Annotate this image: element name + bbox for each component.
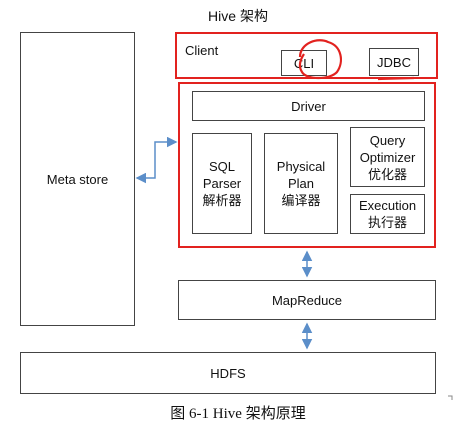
query-optimizer-label: Query Optimizer 优化器 (359, 132, 416, 182)
physical-plan-label: Physical Plan 编译器 (276, 159, 326, 208)
mapreduce-label: MapReduce (271, 292, 343, 308)
cli-box: CLI (281, 50, 327, 76)
diagram-title: Hive 架构 (208, 8, 268, 24)
driver-box: Driver (192, 91, 425, 121)
execution-label: Execution 执行器 (358, 198, 417, 230)
client-box: Client CLI JDBC (175, 32, 438, 79)
hdfs-box: HDFS (20, 352, 436, 394)
jdbc-label: JDBC (377, 54, 411, 70)
cli-label: CLI (293, 55, 315, 71)
figure-caption: 图 6-1 Hive 架构原理 (170, 406, 306, 422)
metastore-link-arrow (135, 136, 178, 184)
sql-parser-box: SQL Parser 解析器 (192, 133, 252, 234)
meta-store-box: Meta store (20, 32, 135, 326)
meta-store-label: Meta store (46, 171, 109, 187)
mapreduce-box: MapReduce (178, 280, 436, 320)
sql-parser-label: SQL Parser 解析器 (202, 159, 242, 208)
hdfs-label: HDFS (210, 365, 246, 381)
query-optimizer-box: Query Optimizer 优化器 (350, 127, 425, 187)
client-label: Client (185, 43, 219, 58)
corner-mark-icon (448, 395, 453, 400)
driver-label: Driver (291, 98, 326, 114)
jdbc-box: JDBC (369, 48, 419, 76)
hive-core-box (178, 82, 436, 248)
execution-box: Execution 执行器 (350, 194, 425, 234)
physical-plan-box: Physical Plan 编译器 (264, 133, 338, 234)
